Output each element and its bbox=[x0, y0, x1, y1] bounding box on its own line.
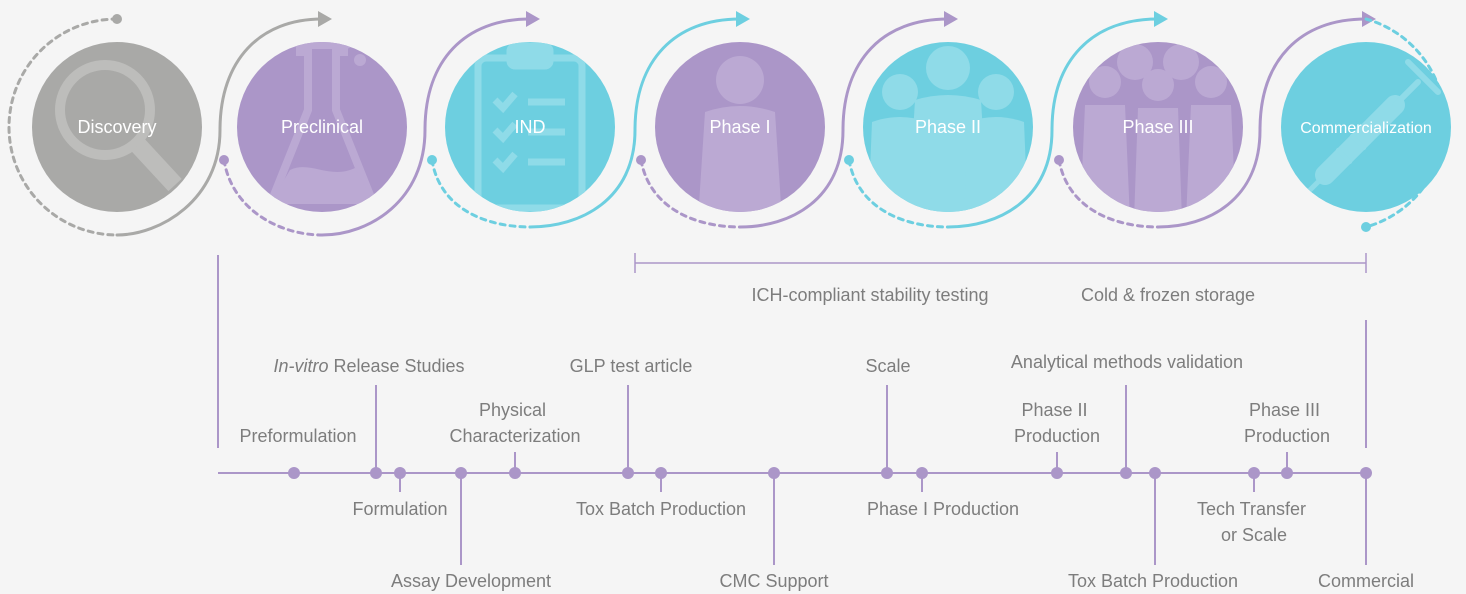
discovery-dashed-arc bbox=[7, 17, 119, 237]
timeline-dot bbox=[288, 467, 300, 479]
label-rest: Release Studies bbox=[328, 356, 464, 376]
commercial-dot bbox=[1361, 222, 1371, 232]
milestone-tox-batch-2: Tox Batch Production bbox=[1068, 571, 1238, 591]
stage-label: Preclinical bbox=[281, 117, 363, 137]
timeline-dot bbox=[916, 467, 928, 479]
milestone-commercial: Commercial bbox=[1318, 571, 1414, 591]
clipboard-icon bbox=[474, 42, 586, 212]
crowd-icon bbox=[1080, 44, 1236, 212]
milestone-preformulation: Preformulation bbox=[239, 426, 356, 446]
timeline bbox=[217, 255, 1367, 565]
stage-commercialization: Commercialization bbox=[1281, 42, 1451, 212]
stage-label: Phase I bbox=[709, 117, 770, 137]
stage-phase-3: Phase III bbox=[1073, 42, 1243, 212]
timeline-dot bbox=[1281, 467, 1293, 479]
milestone-phase3-production: Phase III Production bbox=[1244, 400, 1330, 446]
italic-prefix: In-vitro bbox=[273, 356, 328, 376]
milestone-assay-development: Assay Development bbox=[391, 571, 551, 591]
stage-ind: IND bbox=[445, 42, 615, 212]
timeline-dot bbox=[622, 467, 634, 479]
timeline-dot bbox=[881, 467, 893, 479]
timeline-dot bbox=[509, 467, 521, 479]
stage-label: Discovery bbox=[77, 117, 156, 137]
milestone-invitro-release: In-vitro Release Studies bbox=[273, 356, 464, 376]
arc-ind-phase1 bbox=[528, 17, 742, 229]
timeline-dot bbox=[655, 467, 667, 479]
stage-preclinical: Preclinical bbox=[237, 42, 407, 212]
bracket-label-stability: ICH-compliant stability testing bbox=[751, 285, 988, 305]
stage-label: IND bbox=[515, 117, 546, 137]
preclinical-dot bbox=[219, 155, 229, 165]
stage-label: Commercialization bbox=[1300, 120, 1432, 137]
timeline-dot bbox=[370, 467, 382, 479]
stage-label: Phase II bbox=[915, 117, 981, 137]
timeline-dot bbox=[1149, 467, 1161, 479]
stage-phase-1: Phase I bbox=[655, 42, 825, 212]
arrowhead-3 bbox=[736, 11, 750, 27]
milestone-cmc-support: CMC Support bbox=[719, 571, 828, 591]
stage-label: Phase III bbox=[1122, 117, 1193, 137]
phase3-dashed-arc bbox=[1057, 158, 1160, 229]
person-icon bbox=[698, 56, 782, 212]
arrowhead-2 bbox=[526, 11, 540, 27]
milestone-tech-transfer: Tech Transfer or Scale bbox=[1197, 499, 1311, 545]
timeline-dot bbox=[1051, 467, 1063, 479]
ind-dot bbox=[427, 155, 437, 165]
phase2-dashed-arc bbox=[847, 158, 950, 229]
timeline-dots bbox=[288, 467, 1372, 479]
timeline-dot bbox=[394, 467, 406, 479]
stage-circle bbox=[445, 42, 615, 212]
ind-dashed-arc bbox=[430, 158, 532, 229]
timeline-dot bbox=[768, 467, 780, 479]
syringe-icon bbox=[1307, 59, 1441, 193]
phase3-dot bbox=[1054, 155, 1064, 165]
discovery-start-dot bbox=[112, 14, 122, 24]
stability-bracket bbox=[634, 253, 1367, 273]
arc-discovery-preclinical bbox=[115, 17, 324, 237]
preclinical-dashed-arc bbox=[222, 158, 324, 237]
arc-preclinical-ind bbox=[320, 17, 532, 237]
milestone-phase2-production: Phase II Production bbox=[1014, 400, 1100, 446]
phase2-dot bbox=[844, 155, 854, 165]
timeline-dot bbox=[455, 467, 467, 479]
phase1-dot bbox=[636, 155, 646, 165]
milestone-physical-characterization: Physical Characterization bbox=[449, 400, 580, 446]
timeline-dot bbox=[1360, 467, 1372, 479]
arc-phase2-phase3 bbox=[946, 17, 1160, 229]
arrowhead-4 bbox=[944, 11, 958, 27]
timeline-dot bbox=[1120, 467, 1132, 479]
bracket-label-storage: Cold & frozen storage bbox=[1081, 285, 1255, 305]
milestone-phase1-production: Phase I Production bbox=[867, 499, 1019, 519]
connector-arcs bbox=[7, 11, 1447, 237]
timeline-dot bbox=[1248, 467, 1260, 479]
milestone-glp-test-article: GLP test article bbox=[570, 356, 693, 376]
arrowhead-1 bbox=[318, 11, 332, 27]
milestone-formulation: Formulation bbox=[352, 499, 447, 519]
milestone-analytical-methods: Analytical methods validation bbox=[1011, 352, 1243, 372]
arc-phase1-phase2 bbox=[738, 17, 950, 229]
milestone-scale: Scale bbox=[865, 356, 910, 376]
milestone-tox-batch-1: Tox Batch Production bbox=[576, 499, 746, 519]
magnifier-icon bbox=[55, 60, 182, 192]
stage-circle bbox=[237, 42, 407, 212]
arc-phase3-commercial bbox=[1156, 17, 1368, 229]
stage-discovery: Discovery bbox=[32, 42, 202, 212]
stage-phase-2: Phase II bbox=[863, 42, 1033, 212]
phase1-dashed-arc bbox=[639, 158, 742, 229]
arrowhead-5 bbox=[1154, 11, 1168, 27]
